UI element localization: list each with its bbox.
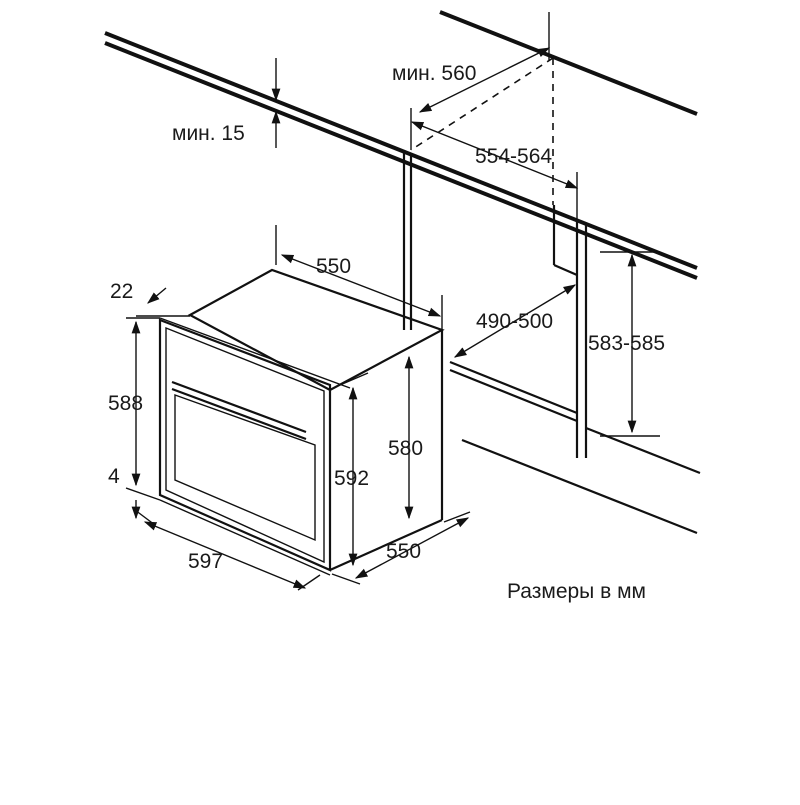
label-490-500: 490-500 bbox=[476, 310, 553, 333]
worktop bbox=[104, 10, 698, 280]
label-583-585: 583-585 bbox=[588, 332, 665, 355]
dimension-labels: мин. 560 мин. 15 554-564 550 22 490-500 … bbox=[108, 62, 665, 573]
label-22: 22 bbox=[110, 280, 133, 303]
units-note: Размеры в мм bbox=[507, 580, 646, 603]
oven bbox=[158, 268, 445, 576]
label-550-top: 550 bbox=[316, 255, 351, 278]
label-597: 597 bbox=[188, 550, 223, 573]
label-588: 588 bbox=[108, 392, 143, 415]
label-592: 592 bbox=[334, 467, 369, 490]
label-4: 4 bbox=[108, 465, 120, 488]
label-550-bottom: 550 bbox=[386, 540, 421, 563]
label-554-564: 554-564 bbox=[475, 145, 552, 168]
label-580: 580 bbox=[388, 437, 423, 460]
dimension-lines bbox=[125, 12, 660, 591]
label-min-560: мин. 560 bbox=[392, 62, 476, 85]
label-min-15: мин. 15 bbox=[172, 122, 245, 145]
